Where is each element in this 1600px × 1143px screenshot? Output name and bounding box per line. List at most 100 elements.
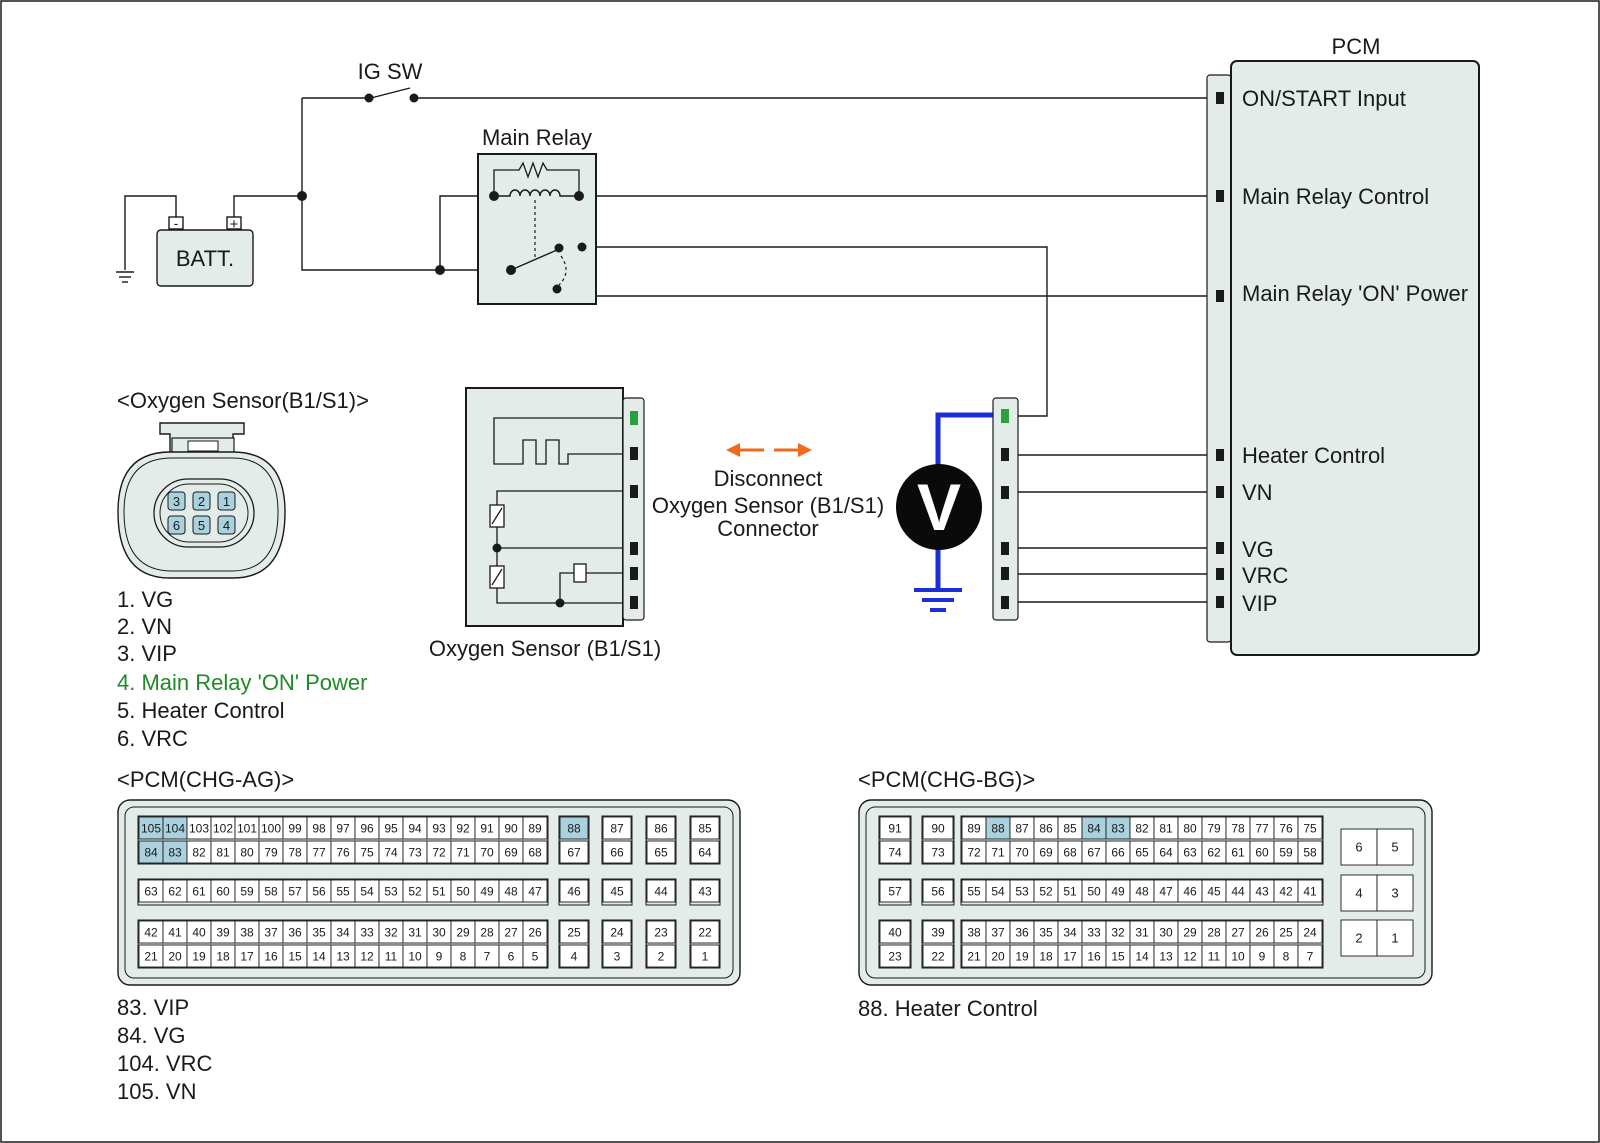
connector-pin-53: 53 — [1009, 879, 1035, 903]
connector-pin-16: 16 — [258, 944, 284, 968]
svg-text:12: 12 — [1183, 950, 1197, 964]
connector-pin-38: 38 — [961, 920, 987, 944]
connector-pin-1: 1 — [690, 944, 720, 968]
svg-text:32: 32 — [1111, 926, 1125, 940]
svg-text:78: 78 — [1231, 822, 1245, 836]
connector-pin-81: 81 — [1153, 816, 1179, 840]
connector-pin-28: 28 — [474, 920, 500, 944]
oxygen-sensor-connector-face: <Oxygen Sensor(B1/S1)> 3 2 1 6 5 4 — [117, 388, 369, 579]
connector-pin-65: 65 — [646, 840, 676, 864]
ag-pin-list-item: 83. VIP — [117, 995, 189, 1020]
connector-pin-55: 55 — [330, 879, 356, 903]
disconnect-line-2: Oxygen Sensor (B1/S1) — [652, 493, 884, 518]
connector-pin-102: 102 — [210, 816, 236, 840]
svg-text:96: 96 — [360, 822, 374, 836]
connector-pin-63: 63 — [138, 879, 164, 903]
svg-text:100: 100 — [261, 822, 281, 836]
svg-text:33: 33 — [1087, 926, 1101, 940]
svg-text:10: 10 — [408, 950, 422, 964]
connector-pin-60: 60 — [1249, 840, 1275, 864]
svg-text:7: 7 — [1307, 950, 1314, 964]
svg-text:11: 11 — [385, 950, 398, 964]
svg-text:91: 91 — [480, 822, 494, 836]
connector-pin-22: 22 — [922, 944, 954, 968]
svg-text:74: 74 — [888, 846, 902, 860]
connector-pin-5: 5 — [522, 944, 548, 968]
connector-pin-86: 86 — [646, 816, 676, 840]
connector-pin-79: 79 — [258, 840, 284, 864]
connector-pin-36: 36 — [1009, 920, 1035, 944]
connector-pin-1: 1 — [1376, 919, 1414, 957]
connector-pin-34: 34 — [330, 920, 356, 944]
svg-text:44: 44 — [1231, 885, 1245, 899]
connector-pin-2: 2 — [1340, 919, 1378, 957]
ignition-switch: IG SW — [358, 59, 423, 103]
connector-pin-18: 18 — [1033, 944, 1059, 968]
connector-pin-31: 31 — [402, 920, 428, 944]
svg-text:82: 82 — [1135, 822, 1149, 836]
connector-pin-7: 7 — [1297, 944, 1323, 968]
svg-text:25: 25 — [1279, 926, 1293, 940]
svg-text:37: 37 — [991, 926, 1005, 940]
svg-text:76: 76 — [1279, 822, 1293, 836]
svg-text:102: 102 — [213, 822, 233, 836]
svg-text:52: 52 — [408, 885, 422, 899]
connector-pin-97: 97 — [330, 816, 356, 840]
svg-text:43: 43 — [698, 885, 712, 899]
svg-text:23: 23 — [888, 950, 902, 964]
connector-pin-104: 104 — [162, 816, 188, 840]
svg-text:6: 6 — [1355, 840, 1362, 855]
svg-text:45: 45 — [610, 885, 624, 899]
svg-text:50: 50 — [1087, 885, 1101, 899]
connector-pin-60: 60 — [210, 879, 236, 903]
sensor-pin-list-item: 1. VG — [117, 587, 173, 612]
connector-pin-26: 26 — [1249, 920, 1275, 944]
svg-text:69: 69 — [504, 846, 518, 860]
sensor-pin-1: 1 — [223, 494, 230, 509]
svg-text:47: 47 — [528, 885, 542, 899]
pcm-ag-pin-list: 83. VIP 84. VG 104. VRC 105. VN — [117, 995, 212, 1104]
svg-text:4: 4 — [571, 950, 578, 964]
connector-pin-67: 67 — [1081, 840, 1107, 864]
svg-text:19: 19 — [1015, 950, 1029, 964]
connector-pin-73: 73 — [922, 840, 954, 864]
connector-pin-85: 85 — [690, 816, 720, 840]
pcm-terminal-heater-control: Heater Control — [1242, 443, 1385, 468]
junction-dots — [297, 191, 445, 275]
connector-pin-76: 76 — [1273, 816, 1299, 840]
svg-text:64: 64 — [1159, 846, 1173, 860]
connector-pin-32: 32 — [1105, 920, 1131, 944]
svg-text:24: 24 — [610, 926, 624, 940]
connector-pin-59: 59 — [1273, 840, 1299, 864]
svg-text:84: 84 — [1087, 822, 1101, 836]
connector-pin-76: 76 — [330, 840, 356, 864]
connector-pin-9: 9 — [1249, 944, 1275, 968]
connector-pin-52: 52 — [1033, 879, 1059, 903]
svg-text:29: 29 — [1183, 926, 1197, 940]
svg-text:57: 57 — [288, 885, 302, 899]
connector-pin-11: 11 — [1201, 944, 1227, 968]
svg-text:36: 36 — [1015, 926, 1029, 940]
connector-pin-25: 25 — [559, 920, 589, 944]
svg-text:81: 81 — [1159, 822, 1173, 836]
svg-text:16: 16 — [264, 950, 278, 964]
connector-pin-57: 57 — [282, 879, 308, 903]
svg-text:67: 67 — [567, 846, 581, 860]
connector-pin-44: 44 — [1225, 879, 1251, 903]
svg-text:52: 52 — [1039, 885, 1053, 899]
svg-text:98: 98 — [312, 822, 326, 836]
svg-text:36: 36 — [288, 926, 302, 940]
connector-pin-22: 22 — [690, 920, 720, 944]
ag-pin-list-item: 105. VN — [117, 1079, 197, 1104]
connector-pin-42: 42 — [1273, 879, 1299, 903]
svg-text:105: 105 — [141, 822, 161, 836]
svg-text:72: 72 — [967, 846, 981, 860]
connector-pin-37: 37 — [258, 920, 284, 944]
connector-pin-39: 39 — [210, 920, 236, 944]
connector-pin-63: 63 — [1177, 840, 1203, 864]
sensor-pin-list-item: 6. VRC — [117, 726, 188, 751]
svg-text:8: 8 — [460, 950, 467, 964]
harness-connector — [992, 397, 1019, 621]
svg-text:56: 56 — [312, 885, 326, 899]
svg-text:13: 13 — [336, 950, 350, 964]
